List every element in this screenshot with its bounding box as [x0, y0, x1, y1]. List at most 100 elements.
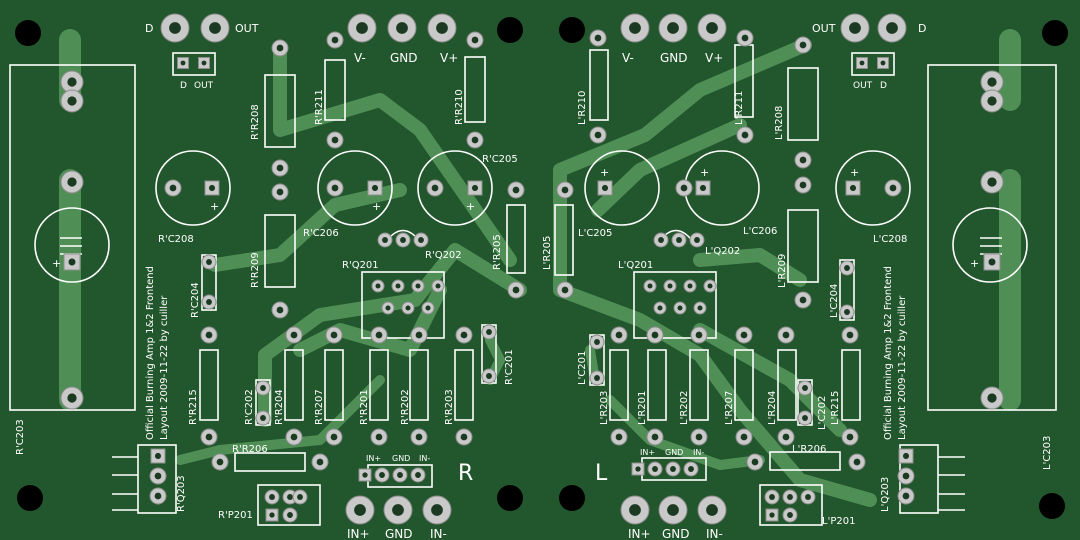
polarity-plus: +: [372, 200, 381, 213]
drill-hole: [362, 472, 368, 478]
ref-r-c205: R'C205: [482, 154, 518, 165]
drill-hole: [615, 331, 623, 339]
drill-hole: [460, 433, 468, 441]
ref-l-r201: L'R201: [637, 391, 648, 425]
drill-hole: [287, 512, 293, 518]
drill-hole: [740, 433, 748, 441]
mounting-hole: [559, 485, 585, 511]
drill-hole: [594, 34, 602, 42]
drill-hole: [415, 283, 421, 289]
drill-hole: [205, 331, 213, 339]
drill-hole: [486, 373, 492, 379]
drill-hole: [379, 472, 385, 478]
drill-hole: [635, 466, 641, 472]
drill-hole: [486, 329, 492, 335]
drill-hole: [260, 385, 266, 391]
drill-hole: [615, 433, 623, 441]
ref-l-r208: L'R208: [774, 106, 785, 140]
drill-hole: [706, 504, 718, 516]
drill-hole: [658, 237, 664, 243]
label-gnd-in-right: GND: [662, 527, 690, 540]
drill-hole: [987, 96, 997, 106]
ref-r-q201: R'Q201: [342, 260, 379, 271]
ref-l-r204: L'R204: [767, 391, 778, 425]
drill-hole: [201, 60, 207, 66]
drill-hole: [67, 393, 77, 403]
label-jumper-out-right: OUT: [853, 81, 873, 91]
ref-l-c204: L'C204: [829, 284, 840, 318]
drill-hole: [859, 60, 865, 66]
drill-hole: [205, 433, 213, 441]
ref-l-r210: L'R210: [577, 91, 588, 125]
ref-l-r211: L'R211: [734, 91, 745, 125]
drill-hole: [269, 494, 275, 500]
drill-hole: [208, 184, 216, 192]
drill-hole: [805, 494, 811, 500]
drill-hole: [987, 393, 997, 403]
drill-hole: [802, 415, 808, 421]
label-gnd-right: GND: [660, 51, 688, 65]
drill-hole: [67, 177, 77, 187]
drill-hole: [330, 331, 338, 339]
drill-hole: [415, 433, 423, 441]
ref-r-r205: R'R205: [492, 234, 503, 270]
ref-l-r215: L'R215: [830, 391, 841, 425]
ref-l-c202: L'C202: [817, 396, 828, 430]
ref-l-r203: L'R203: [599, 391, 610, 425]
drill-hole: [460, 331, 468, 339]
drill-hole: [799, 156, 807, 164]
channel-label-r: R: [458, 461, 473, 486]
drill-hole: [651, 433, 659, 441]
drill-hole: [260, 415, 266, 421]
drill-hole: [853, 458, 861, 466]
drill-hole: [512, 186, 520, 194]
drill-hole: [392, 504, 404, 516]
drill-hole: [844, 309, 850, 315]
drill-hole: [902, 472, 910, 480]
drill-hole: [629, 22, 641, 34]
label-vminus-right: V-: [622, 51, 634, 65]
drill-hole: [740, 331, 748, 339]
drill-hole: [431, 504, 443, 516]
drill-hole: [154, 452, 162, 460]
drill-hole: [331, 136, 339, 144]
drill-hole: [371, 184, 379, 192]
label-vplus-left: V+: [440, 51, 458, 65]
credit-left-line-2: Layout 2009-11-22 by cuiller: [159, 295, 170, 440]
drill-hole: [657, 305, 663, 311]
label-vplus-right: V+: [705, 51, 723, 65]
drill-hole: [471, 184, 479, 192]
drill-hole: [667, 22, 679, 34]
drill-hole: [290, 433, 298, 441]
drill-hole: [400, 237, 406, 243]
drill-hole: [331, 36, 339, 44]
polarity-plus: +: [52, 257, 61, 270]
ref-l-c205: L'C205: [578, 228, 612, 239]
label-vminus-left: V-: [354, 51, 366, 65]
drill-hole: [782, 331, 790, 339]
label-jumper-d-right: D: [880, 81, 887, 91]
drill-hole: [787, 512, 793, 518]
label-out-right: OUT: [812, 22, 836, 35]
drill-hole: [436, 22, 448, 34]
ref-r-r208: R'R208: [250, 104, 261, 140]
drill-hole: [846, 331, 854, 339]
drill-hole: [707, 283, 713, 289]
ref-l-c206: L'C206: [743, 226, 777, 237]
label-jin-left-plus: IN+: [366, 454, 381, 463]
ref-r-r210: R'R210: [454, 89, 465, 125]
drill-hole: [594, 339, 600, 345]
polarity-plus: +: [466, 200, 475, 213]
ref-r-r209: R'R209: [250, 252, 261, 288]
label-jin-left-minus: IN-: [419, 454, 430, 463]
ref-l-r206: L'R206: [792, 444, 826, 455]
ref-r-r215: R'R215: [188, 389, 199, 425]
drill-hole: [512, 286, 520, 294]
drill-hole: [594, 131, 602, 139]
label-jumper-d-left: D: [180, 81, 187, 91]
drill-hole: [651, 331, 659, 339]
drill-hole: [594, 375, 600, 381]
label-gnd-left: GND: [390, 51, 418, 65]
drill-hole: [216, 458, 224, 466]
drill-hole: [276, 44, 284, 52]
